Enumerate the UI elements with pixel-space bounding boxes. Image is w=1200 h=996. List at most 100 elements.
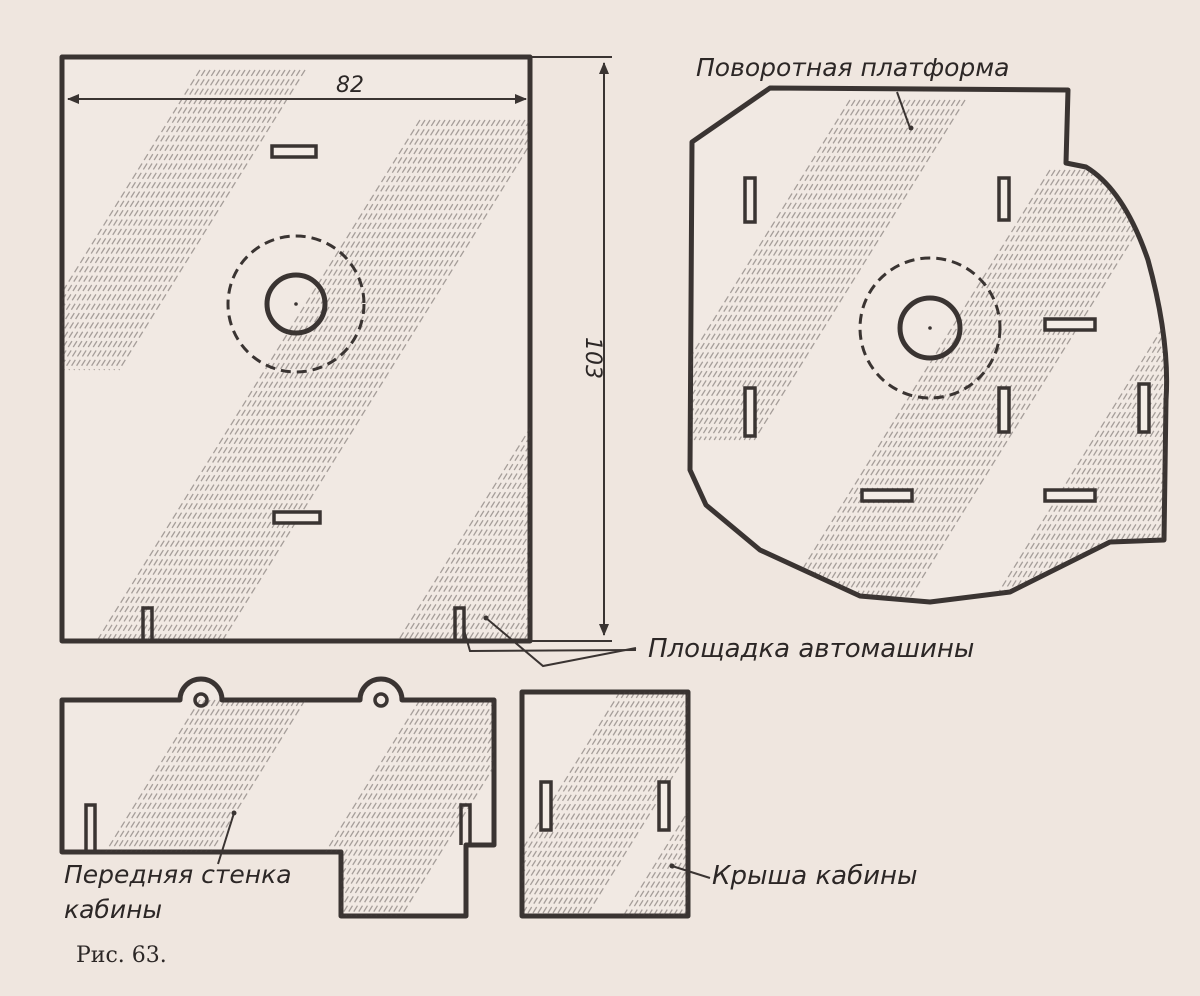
figure-caption: Рис. 63. <box>76 943 167 968</box>
label-cab-roof: Крыша кабины <box>712 861 918 891</box>
turntable-slot-4 <box>743 386 757 438</box>
hatch-line <box>994 299 1167 602</box>
hatch-line <box>381 699 494 916</box>
hatch-line <box>497 588 530 641</box>
hatch-line <box>371 699 494 916</box>
hatch-line <box>62 69 231 343</box>
hatch-line <box>73 69 261 371</box>
hatch-line <box>846 169 1146 602</box>
hatch-line <box>841 169 1141 602</box>
turntable-slot-5 <box>997 386 1011 434</box>
turntable-part <box>687 85 1170 605</box>
hatch-line <box>570 726 688 916</box>
hatch-line <box>336 699 481 916</box>
hatch-line <box>733 99 946 441</box>
hatch-line <box>522 692 651 900</box>
hatch-line <box>361 699 494 916</box>
label-cab-front-line1: Передняя стенка <box>64 860 292 889</box>
hatch-line <box>871 169 1167 602</box>
hatch-line <box>412 451 530 641</box>
hatch-line <box>836 169 1136 602</box>
dimension-width: 82 <box>67 73 527 104</box>
hatch-line <box>62 69 236 351</box>
hatch-line <box>62 69 211 310</box>
hatch-line <box>366 699 494 916</box>
hatch-line <box>62 69 221 327</box>
hatch-line <box>417 459 530 641</box>
hatch-line <box>989 299 1167 602</box>
hatch-line <box>1029 299 1167 602</box>
hatch-line <box>103 69 291 371</box>
hatch-line <box>550 693 688 916</box>
hatch-line <box>68 69 256 371</box>
turntable-axle-hole <box>897 295 963 361</box>
hatch-line <box>62 69 241 359</box>
turntable-slot-7 <box>860 488 914 503</box>
hatch-line <box>690 99 851 441</box>
hatch-line <box>831 169 1131 602</box>
hatch-line <box>462 531 530 641</box>
hatch-line <box>1009 299 1167 602</box>
hatch-line <box>62 69 201 294</box>
hatch-line <box>728 99 941 441</box>
hatch-line <box>522 692 641 884</box>
hatch-line <box>851 169 1151 602</box>
hatch-line <box>585 750 688 916</box>
hatch-line <box>437 491 530 641</box>
hatch-line <box>771 169 1071 602</box>
hatch-line <box>766 169 1066 602</box>
hatch-line <box>690 99 886 441</box>
platform-axle-center <box>294 302 298 306</box>
hatch-line <box>467 540 530 641</box>
hatch-line <box>939 299 1167 602</box>
hatch-line <box>565 718 688 916</box>
hatch-line <box>522 692 656 908</box>
hatch-line <box>351 699 494 916</box>
hatch-line <box>723 99 936 441</box>
hatch-line <box>786 169 1086 602</box>
hatch-line <box>964 299 1167 602</box>
hatch-line <box>690 99 901 441</box>
hatch-line <box>690 99 866 441</box>
hatch-line <box>959 299 1167 602</box>
hatch-line <box>522 692 621 852</box>
hatch-line <box>525 692 666 916</box>
hatch-line <box>62 69 246 367</box>
cab-front-notch-right <box>459 803 472 845</box>
cab-roof-hatching <box>522 692 688 916</box>
hatch-line <box>944 299 1167 602</box>
hatch-line <box>866 169 1166 602</box>
hatch-line <box>83 69 271 371</box>
turntable-axle-center <box>928 326 932 330</box>
hatch-line <box>62 69 206 302</box>
hatch-line <box>856 169 1156 602</box>
hatch-line <box>442 499 530 641</box>
cab-roof-slot-left <box>539 780 553 832</box>
hatch-line <box>690 99 876 441</box>
label-car-platform: Площадка автомашины <box>648 634 974 664</box>
cab-front-hole-right <box>373 692 389 708</box>
hatch-line <box>791 169 1091 602</box>
hatch-line <box>62 69 226 335</box>
hatch-line <box>545 692 686 916</box>
label-turntable: Поворотная платформа <box>696 53 1009 82</box>
cab-roof-slot-right <box>657 780 671 832</box>
hatch-line <box>703 99 916 441</box>
dim-height-label: 103 <box>580 337 605 379</box>
hatch-line <box>1024 299 1167 602</box>
hatch-line <box>934 299 1167 602</box>
hatch-line <box>821 169 1121 602</box>
hatch-line <box>826 169 1126 602</box>
hatch-line <box>690 99 896 441</box>
hatch-line <box>397 427 530 641</box>
cab-front-notch-left <box>84 803 97 852</box>
hatch-line <box>522 692 631 868</box>
hatch-line <box>776 169 1076 602</box>
hatch-line <box>718 99 931 441</box>
hatch-line <box>492 580 530 641</box>
platform-axle-hole <box>264 272 328 336</box>
hatch-line <box>690 99 861 441</box>
hatch-line <box>93 69 281 371</box>
hatch-line <box>999 299 1167 602</box>
